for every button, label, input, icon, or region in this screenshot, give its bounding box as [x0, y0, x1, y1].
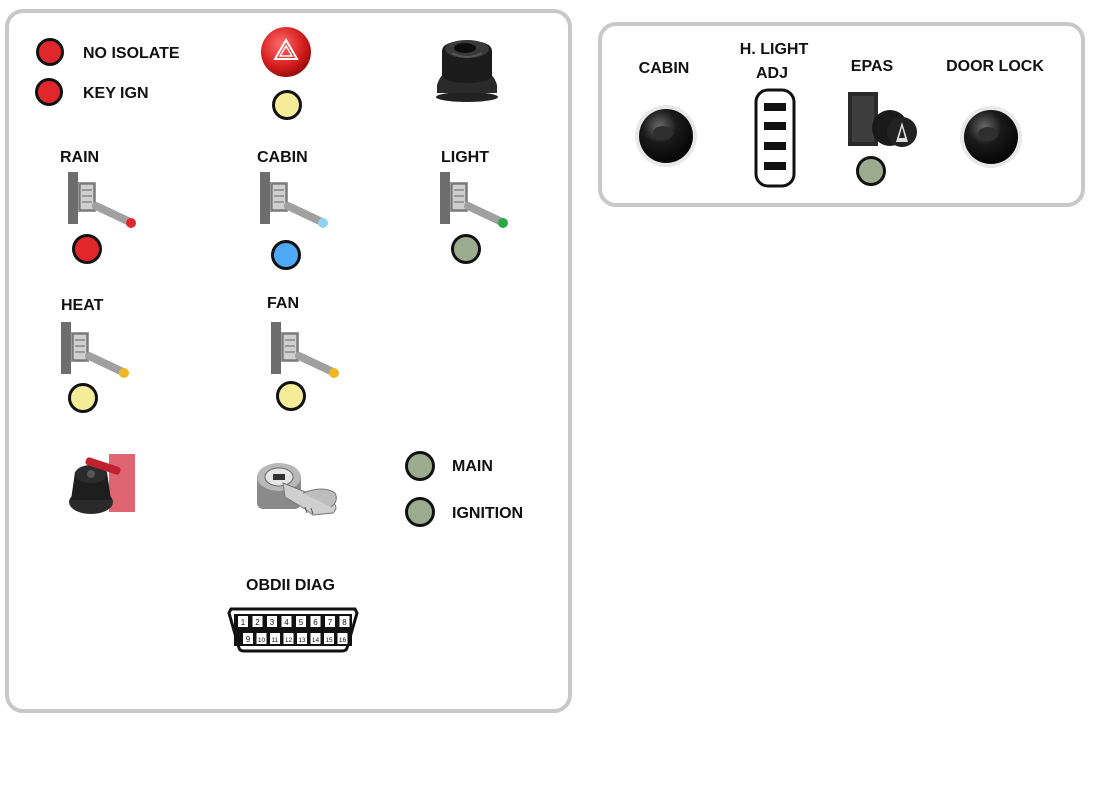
obd-pin-number: 10	[258, 637, 266, 644]
fan-toggle-switch[interactable]	[271, 322, 343, 380]
obd-pin-number: 13	[298, 637, 306, 644]
ignition-key-lock[interactable]	[253, 453, 345, 525]
epas-rotary-switch[interactable]	[846, 90, 918, 150]
obd-pin	[243, 633, 253, 644]
rain-label: RAIN	[60, 149, 100, 166]
cabin-label: CABIN	[257, 149, 308, 166]
obd-pin-number: 4	[284, 618, 289, 627]
ignition-label: IGNITION	[452, 505, 524, 522]
cabin-knob[interactable]	[633, 103, 699, 169]
headlight-adjust-switch[interactable]	[754, 88, 796, 188]
obd-pin	[281, 616, 292, 627]
cabin-toggle-switch[interactable]	[260, 172, 332, 230]
right-cabin-label: CABIN	[638, 60, 690, 77]
heat-toggle-switch[interactable]	[61, 322, 133, 380]
epas-indicator	[856, 156, 886, 186]
obd-pin-number: 11	[272, 637, 279, 644]
light-label: LIGHT	[441, 149, 489, 166]
obd-pin	[324, 633, 334, 644]
fan-label: FAN	[267, 295, 299, 312]
heat-indicator	[68, 383, 98, 413]
hlight-label: H. LIGHT	[739, 41, 809, 58]
fan-indicator	[276, 381, 306, 411]
obd-pin	[310, 633, 321, 644]
main-indicator	[405, 451, 435, 481]
rain-indicator	[72, 234, 102, 264]
obd-pin	[238, 616, 248, 627]
hazard-button[interactable]	[260, 26, 312, 78]
obd-pin-number: 8	[342, 618, 347, 627]
ignition-indicator	[405, 497, 435, 527]
obdii-diag-label: OBDII DIAG	[246, 577, 335, 594]
hazard-triangle-icon	[273, 38, 299, 60]
obd-pin	[256, 633, 267, 644]
obd-pin-number: 12	[285, 637, 293, 644]
light-indicator	[451, 234, 481, 264]
hlight-adj-label: ADJ	[755, 65, 789, 82]
heat-label: HEAT	[61, 297, 104, 314]
rain-toggle-switch[interactable]	[68, 172, 140, 230]
buzzer-icon	[436, 40, 498, 102]
obd-pin-number: 6	[313, 618, 318, 627]
battery-isolator-switch[interactable]	[65, 452, 139, 518]
main-label: MAIN	[452, 458, 493, 475]
key-ign-label: KEY IGN	[83, 85, 149, 102]
obd-pin	[283, 633, 294, 644]
obd-pin	[296, 616, 306, 627]
obd-pin	[310, 616, 321, 627]
obd-pin-number: 16	[339, 637, 347, 644]
obd-pin-number: 15	[325, 637, 333, 644]
cabin-indicator	[271, 240, 301, 270]
obd-pin	[270, 633, 280, 644]
obd-pin-number: 14	[312, 637, 320, 644]
door-lock-knob[interactable]	[958, 104, 1024, 170]
hazard-indicator	[272, 90, 302, 120]
obd-pin-number: 7	[328, 618, 333, 627]
door-lock-label: DOOR LOCK	[946, 58, 1044, 75]
obd-pin	[267, 616, 277, 627]
obd-pin	[252, 616, 263, 627]
epas-label: EPAS	[850, 58, 894, 75]
obd-pin-number: 3	[270, 618, 275, 627]
no-isolate-indicator	[36, 38, 64, 66]
no-isolate-label: NO ISOLATE	[83, 45, 180, 62]
obd-pin-number: 2	[255, 618, 260, 627]
obd-pin-number: 1	[241, 618, 246, 627]
obd-pin	[297, 633, 307, 644]
obd-pin	[339, 616, 350, 627]
obd-pin-number: 9	[246, 635, 251, 644]
obd-pin	[325, 616, 335, 627]
key-ign-indicator	[35, 78, 63, 106]
obd-pin-number: 5	[299, 618, 304, 627]
obd-pin	[337, 633, 348, 644]
light-toggle-switch[interactable]	[440, 172, 512, 230]
